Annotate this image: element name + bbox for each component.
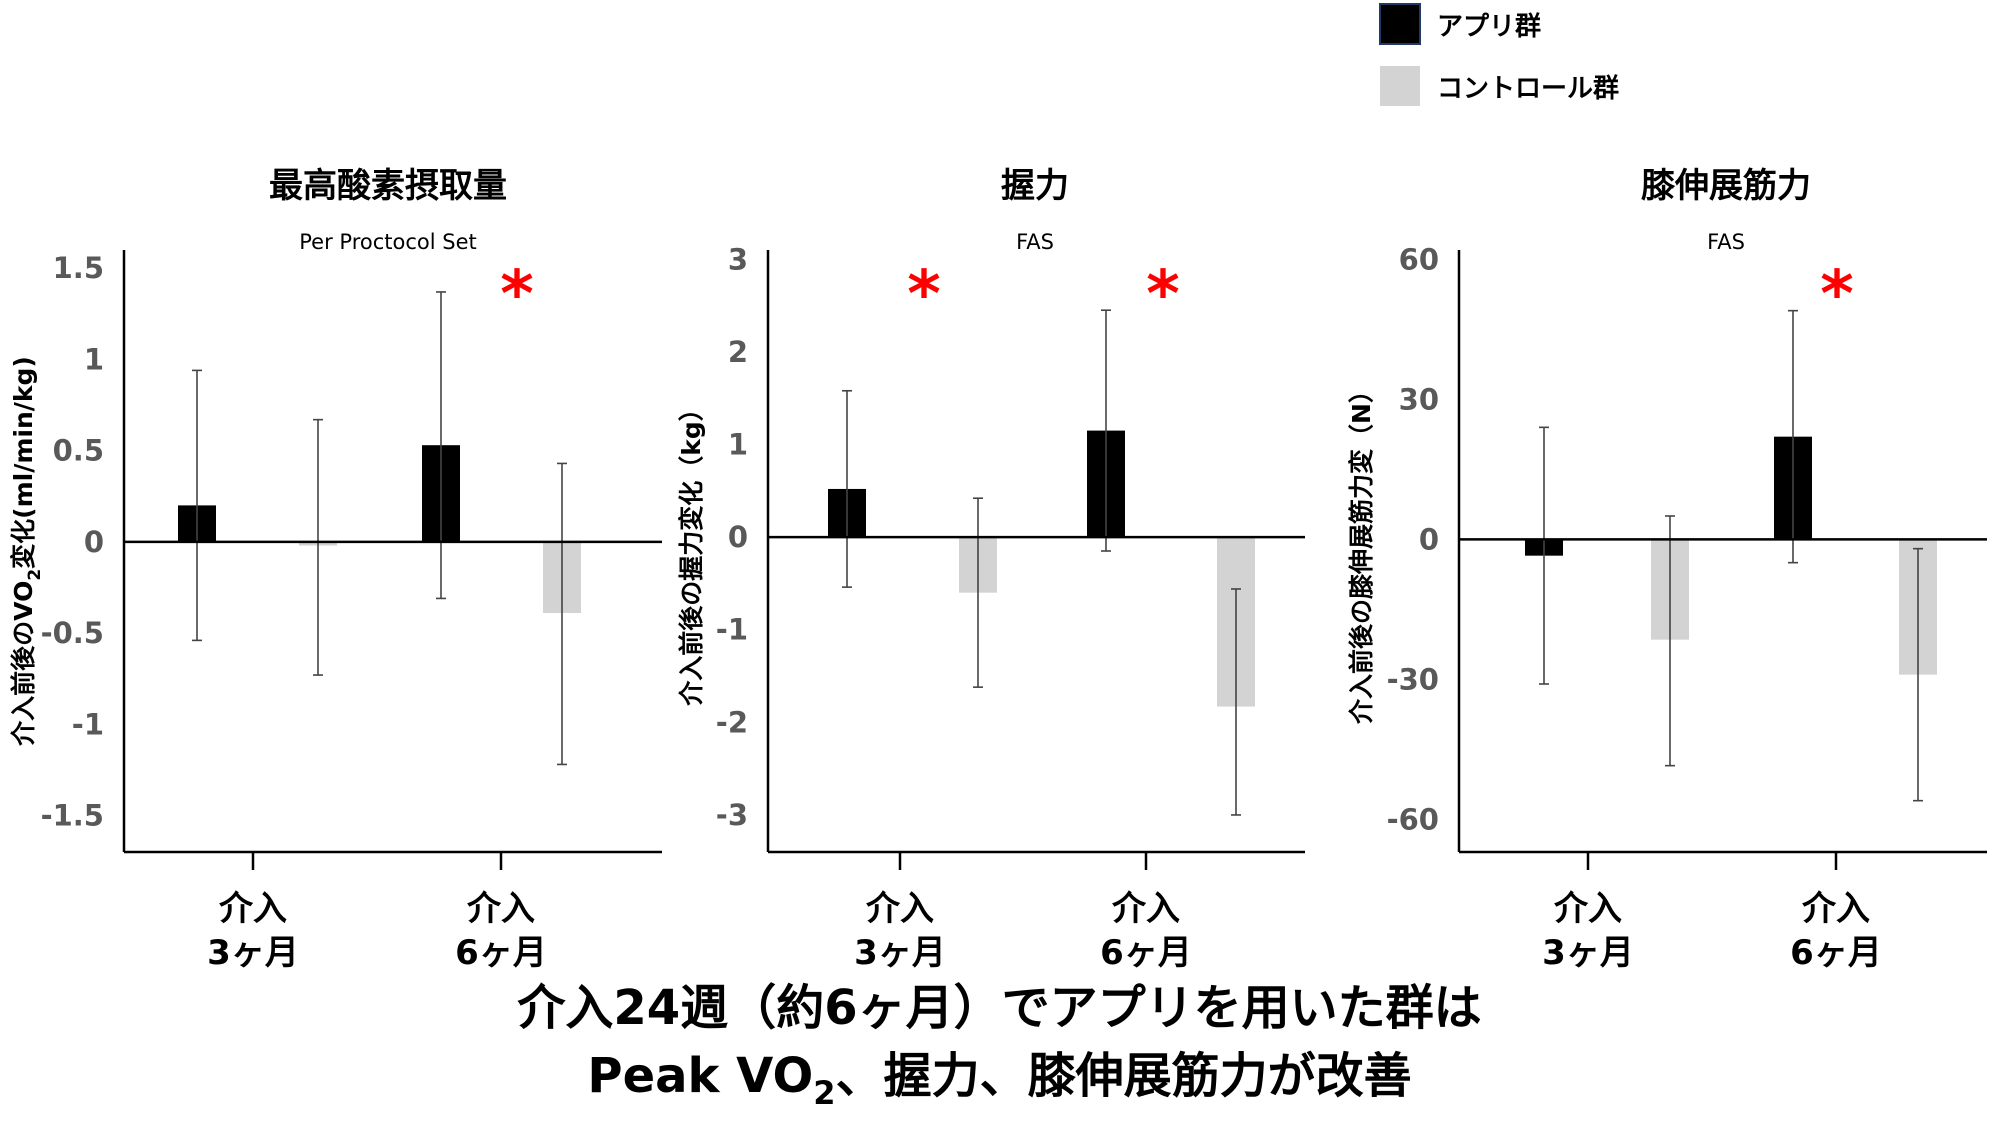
- panel-3-y-tick-label-4: -60: [1387, 802, 1439, 836]
- panel-1-category-line1-1: 介入: [467, 889, 535, 929]
- panel-2-title: 握力: [1001, 166, 1069, 206]
- panel-1-significance-star-1: *: [500, 258, 533, 332]
- panel-1-y-axis-label: 介入前後のVO2変化(ml/min/kg): [9, 356, 45, 747]
- panel-3-y-tick-label-2: 0: [1419, 522, 1439, 556]
- panel-3-category-line1-1: 介入: [1802, 889, 1870, 929]
- panel-2-category-line1-0: 介入: [866, 889, 934, 929]
- panel-2-y-tick-label-4: -1: [716, 613, 748, 647]
- panel-3-category-line2-0: 3ヶ月: [1542, 933, 1634, 973]
- panel-2-category-line2-1: 6ヶ月: [1100, 933, 1192, 973]
- panel-3-significance-star-1: *: [1820, 258, 1853, 332]
- panel-1-category-line2-1: 6ヶ月: [455, 933, 547, 973]
- footer-line-2-suffix: 、握力、膝伸展筋力が改善: [835, 1048, 1412, 1104]
- panel-2-y-tick-label-2: 1: [728, 427, 748, 461]
- panel-2-category-line2-0: 3ヶ月: [854, 933, 946, 973]
- panel-2-significance-star-0: *: [907, 258, 940, 332]
- panel-2-category-line1-1: 介入: [1112, 889, 1180, 929]
- panel-2-significance-star-1: *: [1146, 258, 1179, 332]
- legend-swatch-0: [1379, 3, 1421, 45]
- panel-3-y-axis-label: 介入前後の膝伸展筋力変（N）: [1347, 378, 1376, 725]
- panel-2-subtitle: FAS: [1016, 230, 1054, 254]
- footer-line-2-prefix: Peak VO: [587, 1048, 814, 1104]
- panel-3-category-line2-1: 6ヶ月: [1790, 933, 1882, 973]
- panel-3-subtitle: FAS: [1707, 230, 1745, 254]
- footer-line-2-subscript: 2: [813, 1074, 836, 1112]
- panel-2-y-tick-label-1: 2: [728, 335, 748, 369]
- panel-2-y-tick-label-5: -2: [716, 705, 748, 739]
- panel-1-y-tick-label-1: 1: [84, 342, 104, 376]
- panel-1-y-tick-label-2: 0.5: [53, 434, 104, 468]
- panel-1-y-tick-label-0: 1.5: [53, 251, 104, 285]
- panel-1-y-tick-label-3: 0: [84, 525, 104, 559]
- panel-1-y-label-prefix: 介入前後のVO: [9, 581, 38, 747]
- panel-1-y-label-subscript: 2: [25, 569, 45, 581]
- legend-swatch-1: [1380, 66, 1420, 106]
- panel-3-y-tick-label-3: -30: [1387, 662, 1439, 696]
- panel-2-y-tick-label-6: -3: [716, 798, 748, 832]
- panel-3-category-line1-0: 介入: [1554, 889, 1622, 929]
- legend-label-0: アプリ群: [1437, 12, 1541, 42]
- panel-1-subtitle: Per Proctocol Set: [299, 230, 476, 254]
- legend-label-1: コントロール群: [1437, 74, 1619, 104]
- panel-3-y-tick-label-1: 30: [1399, 382, 1439, 416]
- panel-1-y-tick-label-6: -1.5: [41, 799, 104, 833]
- panel-1-y-tick-label-5: -1: [72, 707, 104, 741]
- footer-line-2: Peak VO2、握力、膝伸展筋力が改善: [0, 1048, 1999, 1112]
- panel-2-y-tick-label-0: 3: [728, 242, 748, 276]
- panel-1-title: 最高酸素摂取量: [269, 166, 507, 206]
- footer-line-1: 介入24週（約6ヶ月）でアプリを用いた群は: [517, 980, 1482, 1036]
- panel-1-category-line2-0: 3ヶ月: [207, 933, 299, 973]
- panel-3-y-tick-label-0: 60: [1399, 242, 1439, 276]
- panel-2-y-axis-label: 介入前後の握力変化（kg）: [677, 396, 706, 707]
- panel-1-y-label-suffix: 変化(ml/min/kg): [9, 356, 38, 569]
- panel-1-y-tick-label-4: -0.5: [41, 616, 104, 650]
- panel-1-category-line1-0: 介入: [219, 889, 287, 929]
- panel-3-title: 膝伸展筋力: [1641, 166, 1811, 206]
- panel-2-y-tick-label-3: 0: [728, 520, 748, 554]
